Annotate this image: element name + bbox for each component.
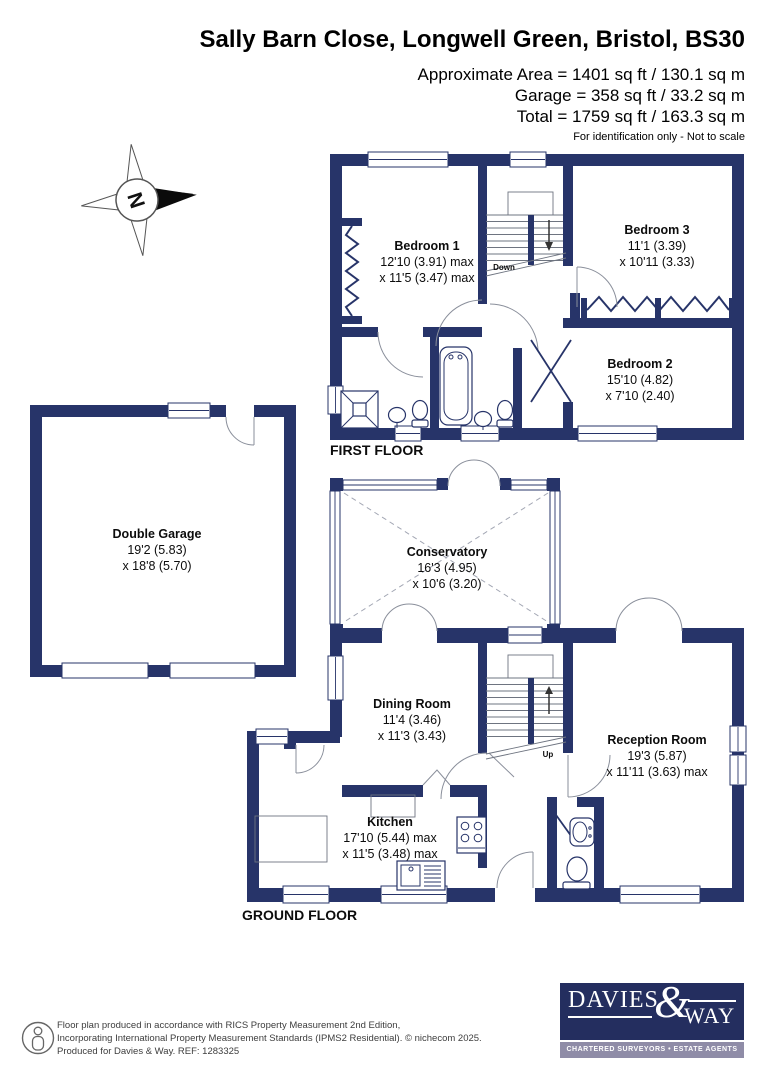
room-dim-garage: 19'2 (5.83) — [127, 543, 186, 557]
page-title: Sally Barn Close, Longwell Green, Bristo… — [199, 26, 745, 53]
stairs-up: Up — [485, 654, 567, 760]
ground-floor-doors — [295, 597, 683, 889]
ground-floor-plan: Up — [30, 402, 747, 923]
ground-floor-windows — [255, 655, 747, 904]
davies-way-logo: DAVIES & WAY CHARTERED SURVEYORS • ESTAT… — [560, 976, 744, 1058]
kitchen-fixtures — [254, 794, 487, 891]
compass-circle — [115, 178, 159, 222]
logo-rule — [568, 1016, 652, 1018]
first-floor-windows — [327, 151, 658, 442]
first-floor-walls — [330, 154, 744, 440]
stairs-down: Down — [485, 191, 567, 277]
disclaimer-line: Incorporating International Property Mea… — [57, 1033, 482, 1044]
garage-door — [61, 662, 149, 679]
room-dim-dining: x 11'3 (3.43) — [378, 729, 446, 743]
total-area-line: Total = 1759 sq ft / 163.3 sq m — [516, 107, 745, 126]
stairs-down-label: Down — [493, 263, 515, 272]
room-dim-kitchen: 17'10 (5.44) max — [343, 831, 437, 845]
room-label-reception: Reception Room — [607, 733, 706, 747]
disclaimer-line: Floor plan produced in accordance with R… — [57, 1020, 401, 1031]
logo-tagline: CHARTERED SURVEYORS • ESTATE AGENTS — [560, 1042, 744, 1058]
up-arrow-icon — [545, 686, 553, 694]
room-label-bedroom2: Bedroom 2 — [607, 357, 672, 371]
kitchen-sink-icon — [396, 860, 446, 891]
room-dim-garage: x 18'8 (5.70) — [122, 559, 191, 573]
logo-word-davies: DAVIES — [568, 987, 659, 1013]
garage-door — [169, 662, 256, 679]
shower-icon — [340, 390, 379, 429]
bedroom2-bifold-door — [530, 339, 572, 403]
garage-structure — [30, 402, 296, 679]
room-dim-bedroom1: x 11'5 (3.47) max — [379, 271, 475, 285]
compass-rose: N — [81, 144, 197, 256]
hob-icon — [456, 816, 487, 854]
logo-main: DAVIES & WAY — [560, 976, 744, 1040]
stairs-up-label: Up — [543, 750, 554, 759]
first-floor-plan: Down — [327, 151, 744, 458]
room-dim-dining: 11'4 (3.46) — [383, 713, 441, 727]
toilet-icon — [496, 399, 514, 428]
kitchen-counter — [370, 794, 416, 818]
toilet-icon — [562, 856, 591, 890]
room-dim-bedroom2: x 7'10 (2.40) — [605, 389, 674, 403]
room-dim-bedroom3: 11'1 (3.39) — [628, 239, 686, 253]
compass-north-label: N — [122, 190, 149, 212]
sink-icon — [387, 406, 407, 428]
room-label-dining: Dining Room — [373, 697, 451, 711]
disclaimer: Floor plan produced in accordance with R… — [57, 1019, 482, 1058]
room-dim-bedroom3: x 10'11 (3.33) — [619, 255, 694, 269]
room-label-garage: Double Garage — [113, 527, 202, 541]
sink-icon — [473, 410, 493, 430]
first-floor-label: FIRST FLOOR — [330, 442, 423, 458]
ground-floor-label: GROUND FLOOR — [242, 907, 357, 923]
logo-word-way: WAY — [684, 1003, 736, 1028]
disclaimer-line: Produced for Davies & Way. REF: 1283325 — [57, 1046, 240, 1057]
room-dim-conservatory: 16'3 (4.95) — [417, 561, 476, 575]
room-dim-bedroom1: 12'10 (3.91) max — [380, 255, 474, 269]
room-dim-bedroom2: 15'10 (4.82) — [607, 373, 673, 387]
header: Sally Barn Close, Longwell Green, Bristo… — [200, 26, 745, 143]
bath-icon — [439, 346, 473, 426]
garage-area-line: Garage = 358 sq ft / 33.2 sq m — [514, 86, 745, 105]
first-floor-doors — [377, 266, 618, 403]
room-dim-kitchen: x 11'5 (3.48) max — [342, 847, 438, 861]
room-label-conservatory: Conservatory — [407, 545, 488, 559]
room-dim-reception: x 11'11 (3.63) max — [606, 765, 708, 779]
room-label-bedroom3: Bedroom 3 — [624, 223, 689, 237]
logo-ampersand: & — [654, 976, 690, 1027]
room-label-bedroom1: Bedroom 1 — [394, 239, 459, 253]
down-arrow-icon — [545, 242, 553, 251]
ground-floor-labels: Double Garage 19'2 (5.83) x 18'8 (5.70) … — [113, 527, 709, 861]
room-dim-conservatory: x 10'6 (3.20) — [412, 577, 481, 591]
conservatory-structure — [329, 459, 561, 637]
kitchen-counter — [254, 815, 328, 863]
logo-rule — [688, 1000, 736, 1002]
bathroom-fixtures — [340, 346, 514, 430]
room-label-kitchen: Kitchen — [367, 815, 413, 829]
scale-note: For identification only - Not to scale — [573, 131, 745, 143]
approximate-area-line: Approximate Area = 1401 sq ft / 130.1 sq… — [417, 65, 745, 84]
room-dim-reception: 19'3 (5.87) — [627, 749, 686, 763]
toilet-icon — [411, 399, 429, 428]
wc-fixtures — [562, 817, 595, 890]
first-floor-labels: Bedroom 1 12'10 (3.91) max x 11'5 (3.47)… — [379, 223, 694, 403]
wardrobe-zigzags — [344, 225, 730, 317]
sink-icon — [569, 817, 595, 847]
